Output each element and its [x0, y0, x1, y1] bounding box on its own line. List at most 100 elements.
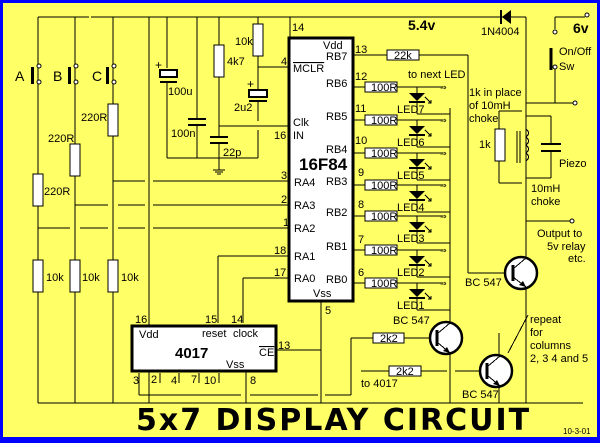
resistor-100r-label: 100R — [371, 180, 397, 192]
top-rail — [38, 16, 526, 37]
cap-2u2[interactable]: + 2u2 — [234, 77, 268, 158]
led-matrix-column: 100R⇒LED7100R⇒LED6100R⇒LED5100R⇒LED4100R… — [353, 81, 450, 312]
led-row: 100R ⇒ LED3 — [353, 210, 450, 245]
resistor-100r-label: 100R — [371, 211, 397, 223]
transistor-bc547-2[interactable] — [428, 320, 464, 356]
pic-pin-num-rb3: 9 — [358, 167, 364, 179]
resistor-2k2-a[interactable]: 2k2 — [372, 332, 429, 345]
led-icon — [409, 289, 425, 297]
led-icon — [409, 159, 425, 167]
button-a[interactable]: A — [15, 63, 42, 85]
button-c[interactable]: C — [92, 63, 117, 85]
resistor-220r-b-label: 220R — [48, 133, 74, 145]
cap-100u[interactable]: + 100u — [155, 17, 192, 158]
light-emission-icon — [424, 162, 432, 170]
counter-4017[interactable]: Vdd reset clock 4017 CE Vss — [130, 323, 278, 373]
pic-pin-num-ra3: 2 — [281, 194, 287, 206]
repeat-note-3: columns — [530, 340, 571, 352]
resistor-4k7[interactable]: 4k7 — [213, 17, 245, 136]
transistor-bc547-3[interactable] — [455, 333, 514, 403]
resistor-10k-b — [69, 259, 81, 293]
led-icon — [409, 93, 425, 101]
resistor-220r-c-label: 220R — [81, 112, 107, 124]
pic-mclr: MCLR — [293, 63, 324, 75]
pic-pin-num-vdd: 14 — [292, 22, 304, 34]
led-icon — [409, 222, 425, 230]
switch-label-onoff: On/Off — [559, 46, 592, 58]
counter-wiring — [138, 337, 373, 403]
input-wires — [38, 180, 288, 323]
diagram-title: 5x7 DISPLAY CIRCUIT — [136, 403, 531, 438]
light-emission-icon — [424, 129, 432, 137]
pic-pin-num-rb1: 7 — [358, 234, 364, 246]
resistor-100r-label: 100R — [371, 148, 397, 160]
pic-pin-num-vss: 5 — [325, 305, 331, 317]
repeat-note-4: 2, 3 4 and 5 — [530, 353, 588, 365]
pic-vdd: Vdd — [323, 40, 343, 52]
output-label-2: 5v relay — [547, 241, 586, 253]
led-label: LED1 — [397, 300, 425, 312]
resistor-22k[interactable]: 22k — [353, 49, 508, 274]
svg-text:⇒: ⇒ — [440, 83, 447, 92]
button-c-label: C — [92, 68, 102, 84]
resistor-10k-a-label: 10k — [46, 272, 64, 284]
pic-pin-num-ra4: 3 — [281, 170, 287, 182]
svg-text:⇒: ⇒ — [440, 279, 447, 288]
counter-pin-num-ce: 13 — [278, 340, 290, 352]
resistor-10k-mclr-label: 10k — [235, 36, 253, 48]
circuit-diagram: 1N4004 5.4v 6v On/Off Sw A B — [15, 10, 592, 438]
resistor-4k7-label: 4k7 — [227, 56, 245, 68]
pic-name: 16F84 — [299, 155, 348, 174]
counter-pin-num-10: 10 — [204, 375, 216, 387]
led-row: 100R ⇒ LED7 — [353, 81, 450, 116]
rail-voltage: 5.4v — [408, 17, 435, 33]
led-row: 100R⇒LED4 — [353, 179, 450, 214]
pic-pin-num-clk: 16 — [274, 130, 286, 142]
pic-pin-num-mclr: 4 — [281, 56, 287, 68]
transistor-3-label: BC 547 — [462, 389, 499, 401]
pic-pin-rb7: RB7 — [326, 51, 347, 63]
resistor-22k-label: 22k — [394, 50, 412, 62]
resistor-2k2-b[interactable]: 2k2 — [361, 365, 447, 378]
to-next-led-label: to next LED — [408, 69, 466, 81]
resistor-10k-c — [107, 259, 119, 293]
led-label: LED7 — [397, 104, 425, 116]
counter-pin-num-7: 7 — [191, 374, 197, 386]
to-4017-label: to 4017 — [361, 378, 398, 390]
counter-pin-num-vdd: 16 — [135, 314, 147, 326]
resistor-10k-b-label: 10k — [82, 272, 100, 284]
resistor-100r-label: 100R — [371, 115, 397, 127]
resistor-2k2-b-label: 2k2 — [396, 366, 414, 378]
cap-2u2-label: 2u2 — [234, 102, 252, 114]
button-b[interactable]: B — [53, 63, 79, 85]
piezo-label: Piezo — [559, 158, 587, 170]
pic-pin-ra3: RA3 — [294, 200, 315, 212]
pic-pin-rb3: RB3 — [326, 176, 347, 188]
resistor-100r-label: 100R — [371, 278, 397, 290]
resistor-10k-mclr[interactable]: 10k — [235, 17, 288, 89]
pic-pin-rb0: RB0 — [326, 274, 347, 286]
led-label: LED5 — [397, 170, 425, 182]
output-terminal[interactable] — [569, 218, 575, 224]
counter-pin-num-clock: 14 — [231, 314, 243, 326]
diagram-date: 10-3-01 — [563, 427, 591, 436]
cap-22p[interactable]: 22p — [210, 136, 241, 175]
counter-pin-num-4: 4 — [171, 375, 177, 387]
pic-pin-rb4: RB4 — [326, 144, 347, 156]
pic-pin-num-rb2: 8 — [358, 199, 364, 211]
svg-text:⇒: ⇒ — [440, 246, 447, 255]
pic-pin-num-ra1: 18 — [274, 245, 286, 257]
counter-pin-num-2: 2 — [151, 374, 157, 386]
cap-100n[interactable]: 100n — [171, 17, 206, 158]
pic-16f84[interactable]: Vdd MCLR Clk IN 16F84 Vss RA4 RA3 RA2 RA… — [287, 36, 355, 303]
pic-pin-ra2: RA2 — [294, 223, 315, 235]
pic-pin-num-rb5: 11 — [355, 103, 366, 115]
led-label: LED3 — [397, 233, 425, 245]
counter-name: 4017 — [175, 345, 208, 362]
transistor-bc547-1[interactable] — [503, 255, 539, 291]
led-row: 100R ⇒ LED1 — [353, 277, 450, 312]
resistor-100r-label: 100R — [371, 82, 397, 94]
resistor-220r-b — [69, 143, 81, 177]
counter-vss: Vss — [226, 359, 245, 371]
svg-text:⇒: ⇒ — [440, 212, 447, 221]
